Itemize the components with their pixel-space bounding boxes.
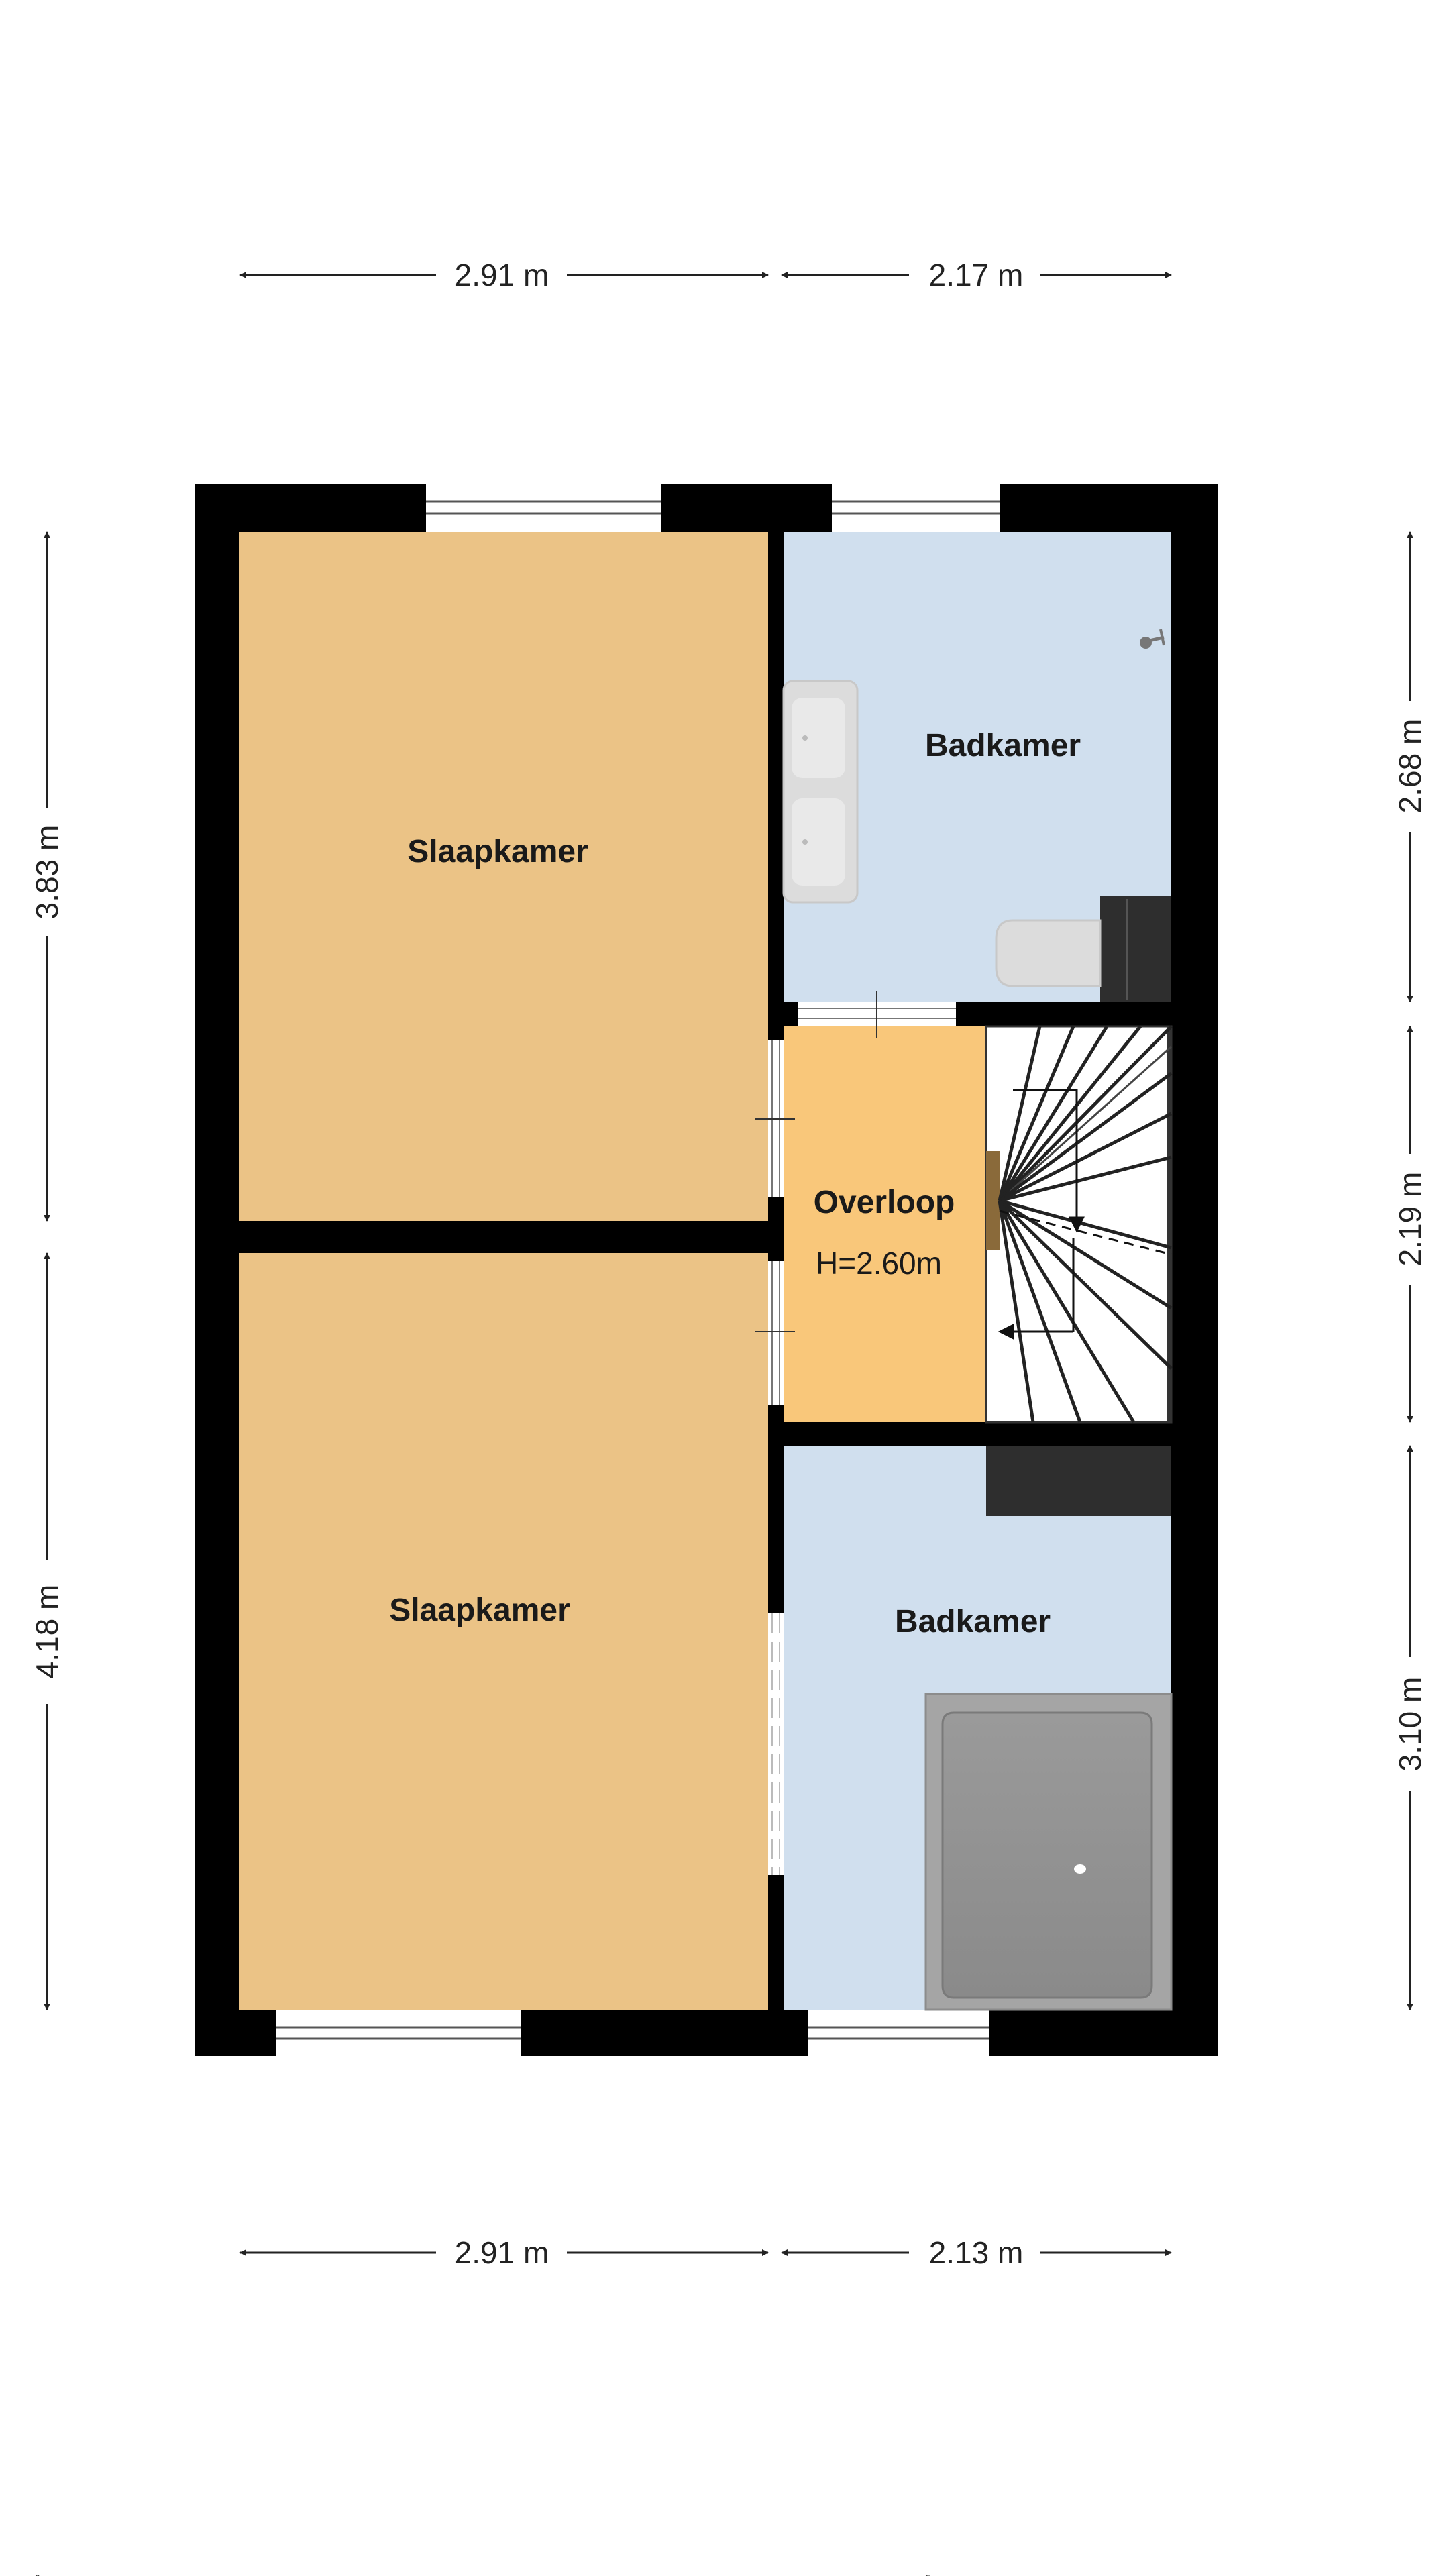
dimension-bottom-right: 2.13 m xyxy=(781,2235,1172,2270)
room-landing xyxy=(784,1026,986,1422)
dimension-top-left-label: 2.91 m xyxy=(455,258,549,292)
staircase-icon xyxy=(985,1025,1173,1424)
toilet-icon xyxy=(995,896,1171,1002)
room-label-bedroom-lower: Slaapkamer xyxy=(389,1593,570,1628)
door-bathroom-lower xyxy=(768,1613,784,1875)
window-bottom-left xyxy=(276,2010,521,2056)
dimension-right-upper-label: 2.68 m xyxy=(1393,719,1428,814)
dimension-left-lower-label: 4.18 m xyxy=(30,1585,64,1679)
dimension-right-middle: 2.19 m xyxy=(1393,1026,1428,1423)
dimension-top-right: 2.17 m xyxy=(781,258,1172,292)
shower-head-icon xyxy=(1140,629,1165,649)
door-bedroom-lower xyxy=(755,1261,795,1405)
dimension-bottom-left: 2.91 m xyxy=(239,2235,769,2270)
room-label-landing: Overloop xyxy=(814,1185,955,1220)
scale-bar: 0m 5m xyxy=(35,2573,938,2576)
dimension-left-upper: 3.83 m xyxy=(30,531,64,1222)
scale-bar-start-label: 0m xyxy=(35,2573,48,2576)
window-bottom-right xyxy=(808,2010,989,2056)
dimension-left-lower: 4.18 m xyxy=(30,1252,64,2010)
room-height-landing: H=2.60m xyxy=(816,1246,942,1281)
door-bathroom-upper xyxy=(798,991,956,1038)
window-top-right xyxy=(832,484,1000,532)
dimension-left-upper-label: 3.83 m xyxy=(30,825,64,920)
dimension-top-left: 2.91 m xyxy=(239,258,769,292)
room-bedroom-upper xyxy=(239,532,768,1221)
double-sink-icon xyxy=(782,680,859,904)
room-label-bedroom-upper: Slaapkamer xyxy=(407,834,588,869)
bathtub-icon xyxy=(924,1693,1173,2011)
dimension-bottom-left-label: 2.91 m xyxy=(455,2235,549,2270)
scale-bar-end-label: 5m xyxy=(926,2573,938,2576)
dimension-top-right-label: 2.17 m xyxy=(929,258,1024,292)
room-label-bathroom-upper: Badkamer xyxy=(925,728,1081,763)
dimension-right-upper: 2.68 m xyxy=(1393,531,1428,1002)
door-bedroom-upper xyxy=(755,1040,795,1197)
room-bedroom-lower xyxy=(239,1253,768,2010)
window-top-left xyxy=(426,484,661,532)
dimension-right-lower: 3.10 m xyxy=(1393,1445,1428,2010)
dimension-right-middle-label: 2.19 m xyxy=(1393,1172,1428,1267)
room-label-bathroom-lower: Badkamer xyxy=(895,1604,1051,1640)
dimension-right-lower-label: 3.10 m xyxy=(1393,1677,1428,1772)
dimension-bottom-right-label: 2.13 m xyxy=(929,2235,1024,2270)
cabinet-icon xyxy=(986,1446,1171,1516)
